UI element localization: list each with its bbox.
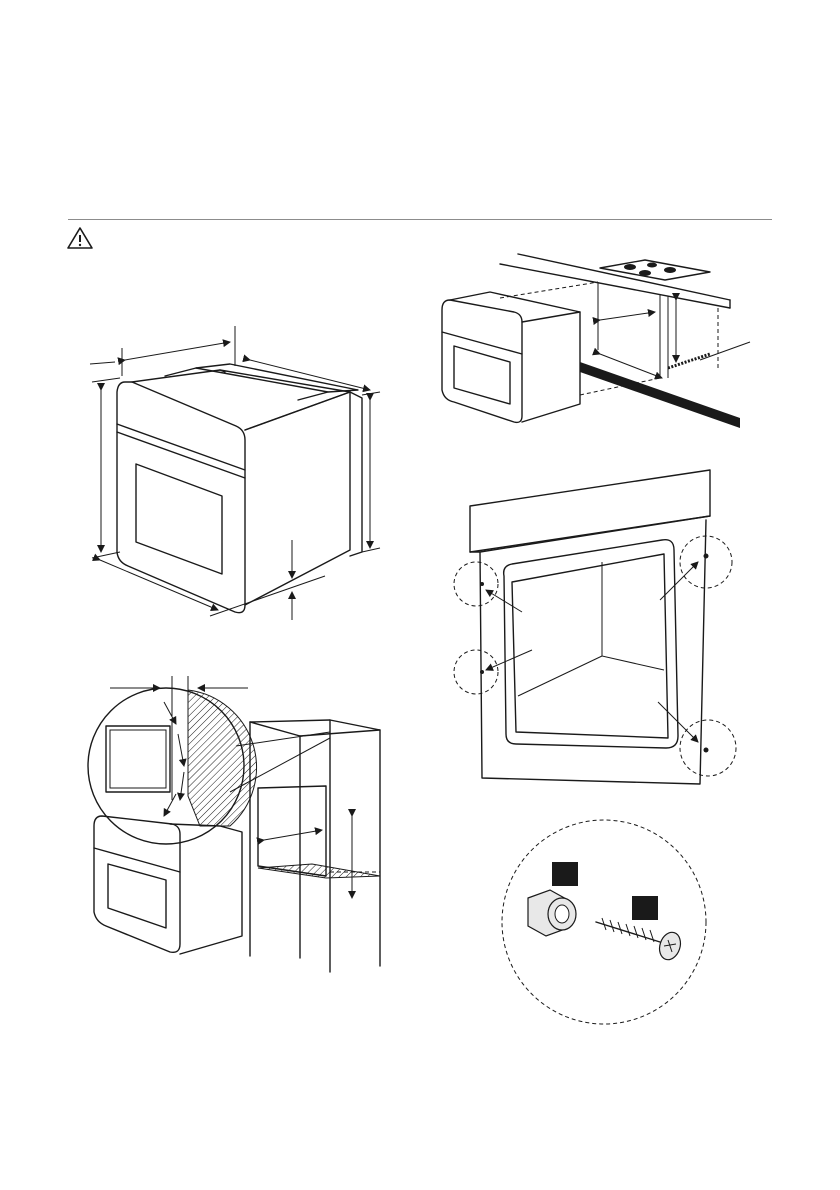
section-divider <box>68 219 772 220</box>
fixing-screw-and-plug-figure <box>498 818 710 1028</box>
oven-dimensions-figure <box>70 320 400 630</box>
label-a-box <box>552 862 578 886</box>
ventilation-column-figure <box>80 676 390 976</box>
built-under-hob-figure <box>440 250 760 430</box>
label-b-box <box>632 896 658 920</box>
oven-front-fixing-points-figure <box>452 466 752 796</box>
warning-triangle-icon <box>66 226 94 250</box>
